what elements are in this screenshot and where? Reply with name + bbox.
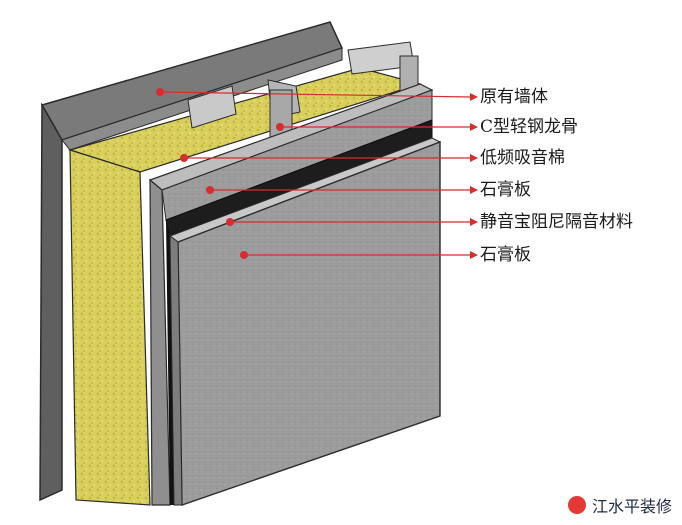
watermark-logo-icon (567, 496, 586, 514)
watermark-text: 江水平装修 (591, 497, 672, 516)
label-gypsum-board-outer: 石膏板 (480, 245, 531, 265)
leader-dot-wool (180, 154, 188, 162)
label-original-wall: 原有墙体 (480, 87, 548, 107)
leader-lines (156, 88, 478, 259)
leader-dot-board-outer (240, 251, 248, 259)
c-steel-studs (187, 41, 419, 139)
leader-dot-board-inner (206, 186, 214, 194)
label-c-steel-stud: C型轻钢龙骨 (480, 117, 579, 137)
watermark: 江水平装修 (567, 493, 672, 517)
label-gypsum-board-inner: 石膏板 (480, 180, 531, 200)
leader-line-wall (159, 91, 471, 98)
leader-dot-damping (226, 218, 234, 226)
leader-dot-stud (276, 123, 284, 131)
label-damping-material: 静音宝阻尼隔音材料 (480, 212, 633, 232)
sound-absorbing-wool (67, 67, 423, 506)
gypsum-board-inner (148, 83, 434, 506)
leader-dot-wall (156, 88, 164, 96)
label-sound-wool: 低频吸音棉 (480, 148, 565, 168)
